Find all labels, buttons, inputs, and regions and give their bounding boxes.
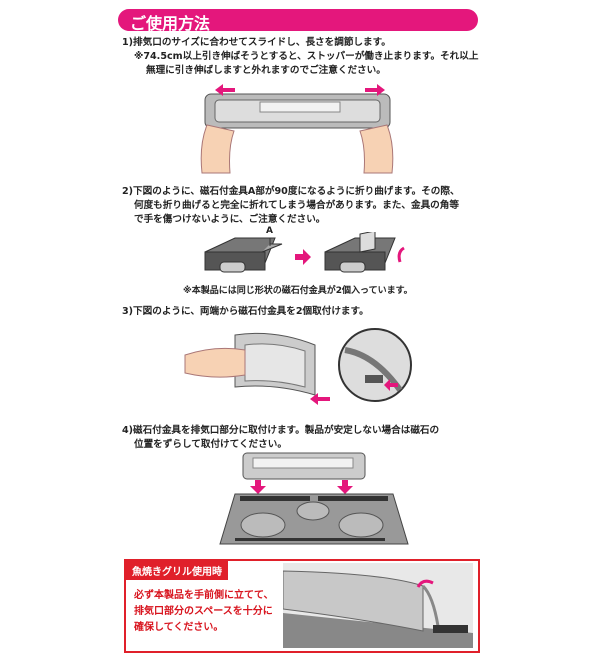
text-line: で手を傷つけないように、ご注意ください。 [134,214,326,225]
step-2-note: ※本製品には同じ形状の磁石付金具が2個入っています。 [183,286,413,296]
section-title: ご使用方法 [130,14,211,33]
arrow-left-icon [384,379,398,391]
step-3-text: 3)下図のように、両端から磁石付金具を2個取付けます。 [122,305,369,319]
text-line: ※74.5cm以上引き伸ばそうとすると、ストッパーが働き止まります。それ以上 [134,51,479,62]
text-line: 何度も折り曲げると完全に折れてしまう場合があります。また、金具の角等 [134,200,459,211]
arrow-down-icon [250,480,266,494]
text-line: 3)下図のように、両端から磁石付金具を2個取付けます。 [122,306,369,317]
bend-arrow-icon [397,246,405,263]
bracket-illustration [204,232,405,273]
grill-illustration [283,563,473,648]
text-line: 無理に引き伸ばしますと外れますのでご注意ください。 [146,65,386,76]
attach-illustration [184,328,412,405]
text-line: 1)排気口のサイズに合わせてスライドし、長さを調節します。 [122,37,391,48]
stove-illustration [219,452,409,545]
text-line: 必ず本製品を手前側に立てて、 [134,590,274,601]
grill-warning-label: 魚焼きグリル使用時 [126,561,228,580]
text-line: 確保してください。 [134,622,224,633]
arrow-right-icon [295,249,311,265]
step-1-text: 1)排気口のサイズに合わせてスライドし、長さを調節します。 ※74.5cm以上引… [122,36,478,78]
arrow-left-icon [215,84,235,96]
section-header: ご使用方法 [118,9,478,33]
text-line: 2)下図のように、磁石付金具A部が90度になるように折り曲げます。その際、 [122,186,460,197]
grill-warning-box [124,559,480,653]
arrow-left-icon [310,393,330,405]
text-line: 4)磁石付金具を排気口部分に取付けます。製品が安定しない場合は磁石の [122,425,440,436]
slide-illustration [200,84,394,174]
part-a-label: A [266,226,273,236]
step-2-text: 2)下図のように、磁石付金具A部が90度になるように折り曲げます。その際、 何度… [122,185,460,227]
tilt-arrow-icon [416,579,434,588]
arrow-right-icon [365,84,385,96]
arrow-down-icon [337,480,353,494]
text-line: 位置をずらして取付けてください。 [134,439,287,450]
grill-warning-text: 必ず本製品を手前側に立てて、 排気口部分のスペースを十分に 確保してください。 [134,588,274,636]
step-4-text: 4)磁石付金具を排気口部分に取付けます。製品が安定しない場合は磁石の 位置をずら… [122,424,439,452]
text-line: 排気口部分のスペースを十分に [134,606,273,617]
